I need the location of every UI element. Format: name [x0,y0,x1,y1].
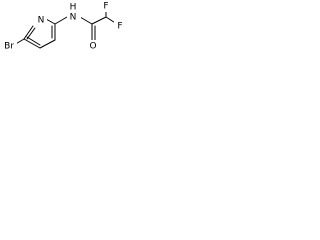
bond-c2-nh [54,16,68,25]
atom-h-amide: H [70,3,77,13]
atom-o: O [89,42,96,52]
bond-c3-c4 [39,39,56,49]
atom-n-amide: N [70,13,77,23]
bond-carbonyl-chf2 [91,16,107,25]
bond-c6-n1-inner [26,27,36,40]
atom-labels: Br N N H O F F [2,1,125,52]
bond-c4-c5-inner [26,36,41,46]
bond-n1-c2 [45,18,56,25]
atom-f-bottom: F [117,22,122,32]
atom-br: Br [4,42,14,52]
bond-c4-c5 [23,38,41,49]
bond-c6-n1 [23,25,34,40]
bond-group [13,9,118,49]
bond-nh-carbonyl [79,16,93,25]
atom-n-ring: N [38,16,45,26]
atom-f-top: F [103,2,108,12]
molecule-structure-diagram: Br N N H O F F [2,1,125,52]
